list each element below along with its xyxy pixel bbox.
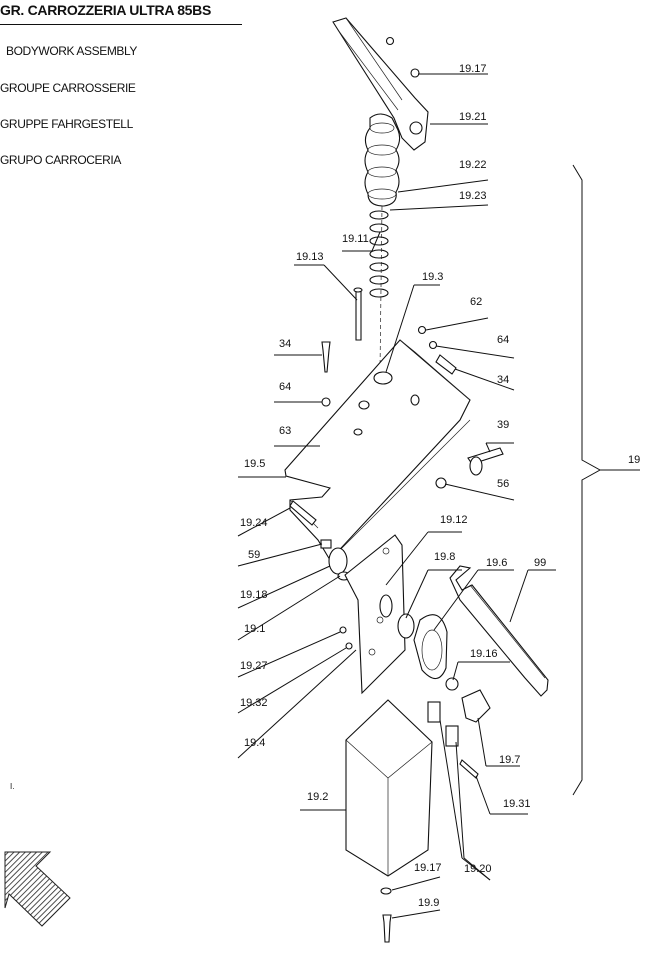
bracket-19-4 [344,534,406,695]
lever-screw [385,36,395,46]
shaft-19-8 [379,594,393,618]
callout-34-right: 34 [497,374,509,386]
screw-19-32 [345,642,353,650]
callout-39: 39 [497,419,509,431]
lever-handle [332,17,429,151]
roller-19-7 [461,689,491,723]
key-99 [449,565,549,697]
callout-64-right: 64 [497,334,509,346]
nut-62 [417,325,427,335]
switch-19-20-b [445,725,459,747]
bearing-19-8 [397,613,415,639]
callout-19-32: 19.32 [240,697,268,709]
callout-34-left: 34 [279,338,291,350]
nut-19-16 [445,677,459,691]
callout-19-13: 19.13 [296,251,324,263]
callout-19-17-top: 19.17 [459,63,487,75]
washer-19-17-top [410,68,420,78]
subtitle-en: BODYWORK ASSEMBLY [6,44,138,58]
callout-64-left: 64 [279,381,291,393]
parts-drawing [4,17,549,943]
callout-19-18: 19.18 [240,589,268,601]
callout-19-17-bottom: 19.17 [414,862,442,874]
group-brace-19 [572,164,602,796]
callout-19-31: 19.31 [503,798,531,810]
callout-19-1: 19.1 [244,623,265,635]
callout-19-group: 19 [628,454,640,466]
box-19-2 [345,699,433,877]
callout-19-27: 19.27 [240,660,268,672]
gear-19-6 [413,614,448,680]
spring-19-11 [369,210,389,298]
screw-34-left [321,341,331,373]
callout-19-3: 19.3 [422,271,443,283]
screw-34-right [435,354,457,375]
footnote-mark: I. [10,782,15,791]
callout-63: 63 [279,425,291,437]
callout-19-12: 19.12 [440,514,468,526]
washer-64-right [428,340,438,350]
rod-19-13 [355,289,362,341]
subtitle-fr: GROUPE CARROSSERIE [0,81,136,95]
callout-19-16: 19.16 [470,648,498,660]
callout-19-22: 19.22 [459,159,487,171]
bushing-19-3 [373,371,393,385]
washer-64-left [321,397,331,407]
pin-19-24 [289,500,317,526]
nut-56 [435,477,447,489]
callout-19-7: 19.7 [499,754,520,766]
callout-19-9: 19.9 [418,897,439,909]
pivot-pin [409,121,423,135]
callout-99: 99 [534,557,546,569]
callout-19-8: 19.8 [434,551,455,563]
callout-19-21: 19.21 [459,111,487,123]
callout-56: 56 [497,478,509,490]
callout-19-11: 19.11 [342,233,369,245]
subtitle-de: GRUPPE FAHRGESTELL [0,117,133,131]
bearing-19-18 [328,547,348,575]
callout-19-6: 19.6 [486,557,507,569]
callout-19-20: 19.20 [464,863,492,875]
leader-lines [237,73,556,919]
callout-59: 59 [248,549,260,561]
callout-19-5: 19.5 [244,458,265,470]
screw-19-9 [382,914,392,943]
callout-19-2: 19.2 [307,791,328,803]
washer-19-17-bottom [380,887,392,895]
callout-62: 62 [470,296,482,308]
clip-59 [320,539,332,549]
callout-19-4: 19.4 [244,737,265,749]
hatched-arrow-icon [4,851,71,927]
screw-19-31 [459,759,479,779]
damper-cylinder [364,113,401,207]
callout-19-24: 19.24 [240,517,268,529]
switch-19-20-a [427,701,441,723]
callout-labels: 19.17 19.21 19.22 19.23 19.11 19.13 19.3… [240,63,640,909]
callout-19-23: 19.23 [459,190,487,202]
subtitle-es: GRUPO CARROCERIA [0,153,121,167]
page-title: GR. CARROZZERIA ULTRA 85BS [0,2,242,25]
screw-19-27 [339,626,347,634]
